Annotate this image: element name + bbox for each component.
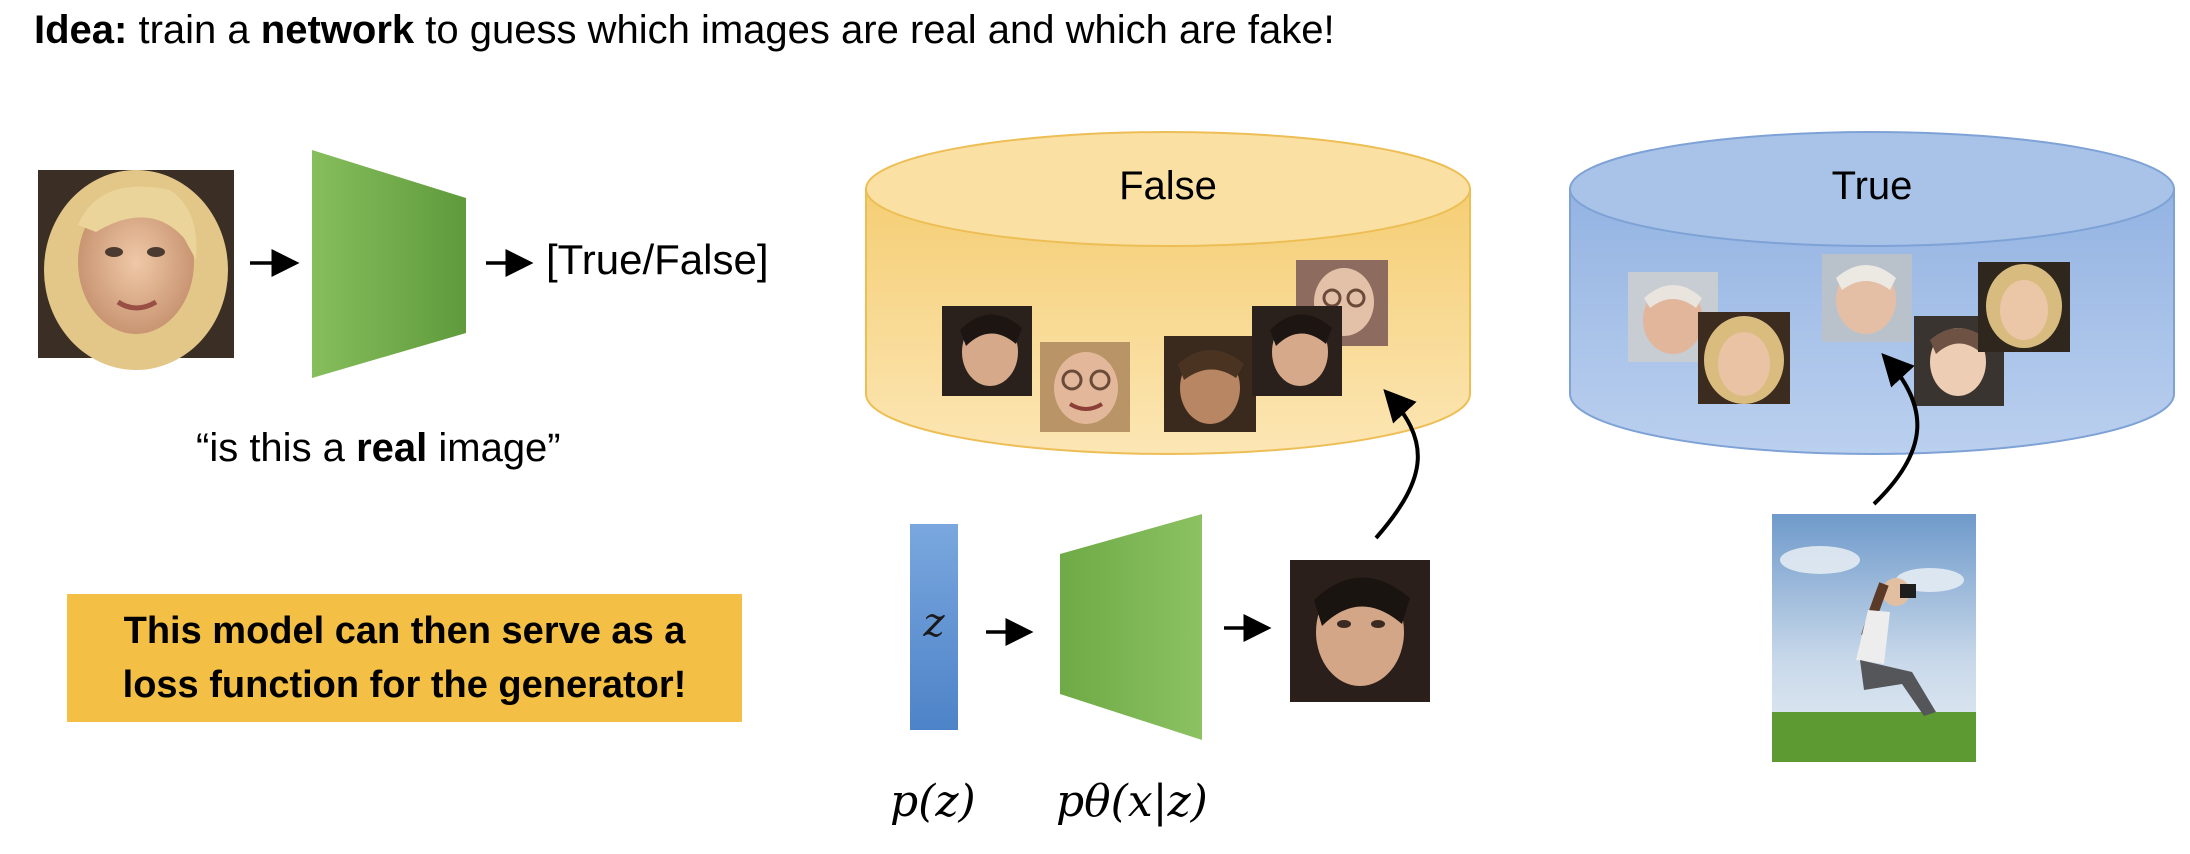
real-face-image: [1698, 312, 1790, 404]
fake-face-image: [1164, 336, 1256, 432]
callout-line-2: loss function for the generator!: [122, 664, 687, 706]
discriminator-output-label: [True/False]: [546, 236, 769, 283]
real-face-image: [1822, 254, 1912, 342]
title-text-before: train a: [138, 8, 250, 52]
latent-vector-bar: [910, 524, 958, 730]
callout-box: This model can then serve as a loss func…: [67, 594, 742, 722]
caption-bold: real: [356, 426, 428, 470]
arrow-real-to-true-bin: [1872, 353, 1920, 506]
real-face-image: [1914, 316, 2004, 406]
prior-label: p(z): [890, 776, 976, 827]
false-bin-label: False: [1119, 164, 1217, 208]
generated-face-image: [1290, 560, 1430, 702]
true-bin-label: True: [1831, 164, 1913, 208]
title-text-after: to guess which images are real and which…: [425, 8, 1335, 52]
real-photo-image: [1772, 514, 1976, 762]
caption-close: image”: [438, 426, 561, 470]
generator-label: pθ(x|z): [1056, 776, 1208, 827]
callout-line-1: This model can then serve as a: [123, 610, 686, 652]
fake-face-image: [942, 306, 1032, 396]
discriminator-network: [312, 150, 466, 378]
real-face-image: [1978, 262, 2070, 352]
input-face-image: [38, 170, 234, 370]
title-lead: Idea:: [34, 8, 128, 52]
title-bold-word: network: [260, 8, 415, 52]
fake-face-image: [1040, 342, 1130, 432]
generator-network: [1060, 514, 1202, 740]
latent-symbol: z: [923, 600, 945, 646]
caption-open: “is this a: [196, 426, 345, 470]
slide-title: Idea: train a network to guess which ima…: [34, 8, 1335, 53]
arrow-generated-to-false-bin: [1374, 389, 1420, 540]
fake-face-image: [1252, 306, 1342, 396]
discriminator-caption: “is this a real image”: [196, 426, 561, 471]
